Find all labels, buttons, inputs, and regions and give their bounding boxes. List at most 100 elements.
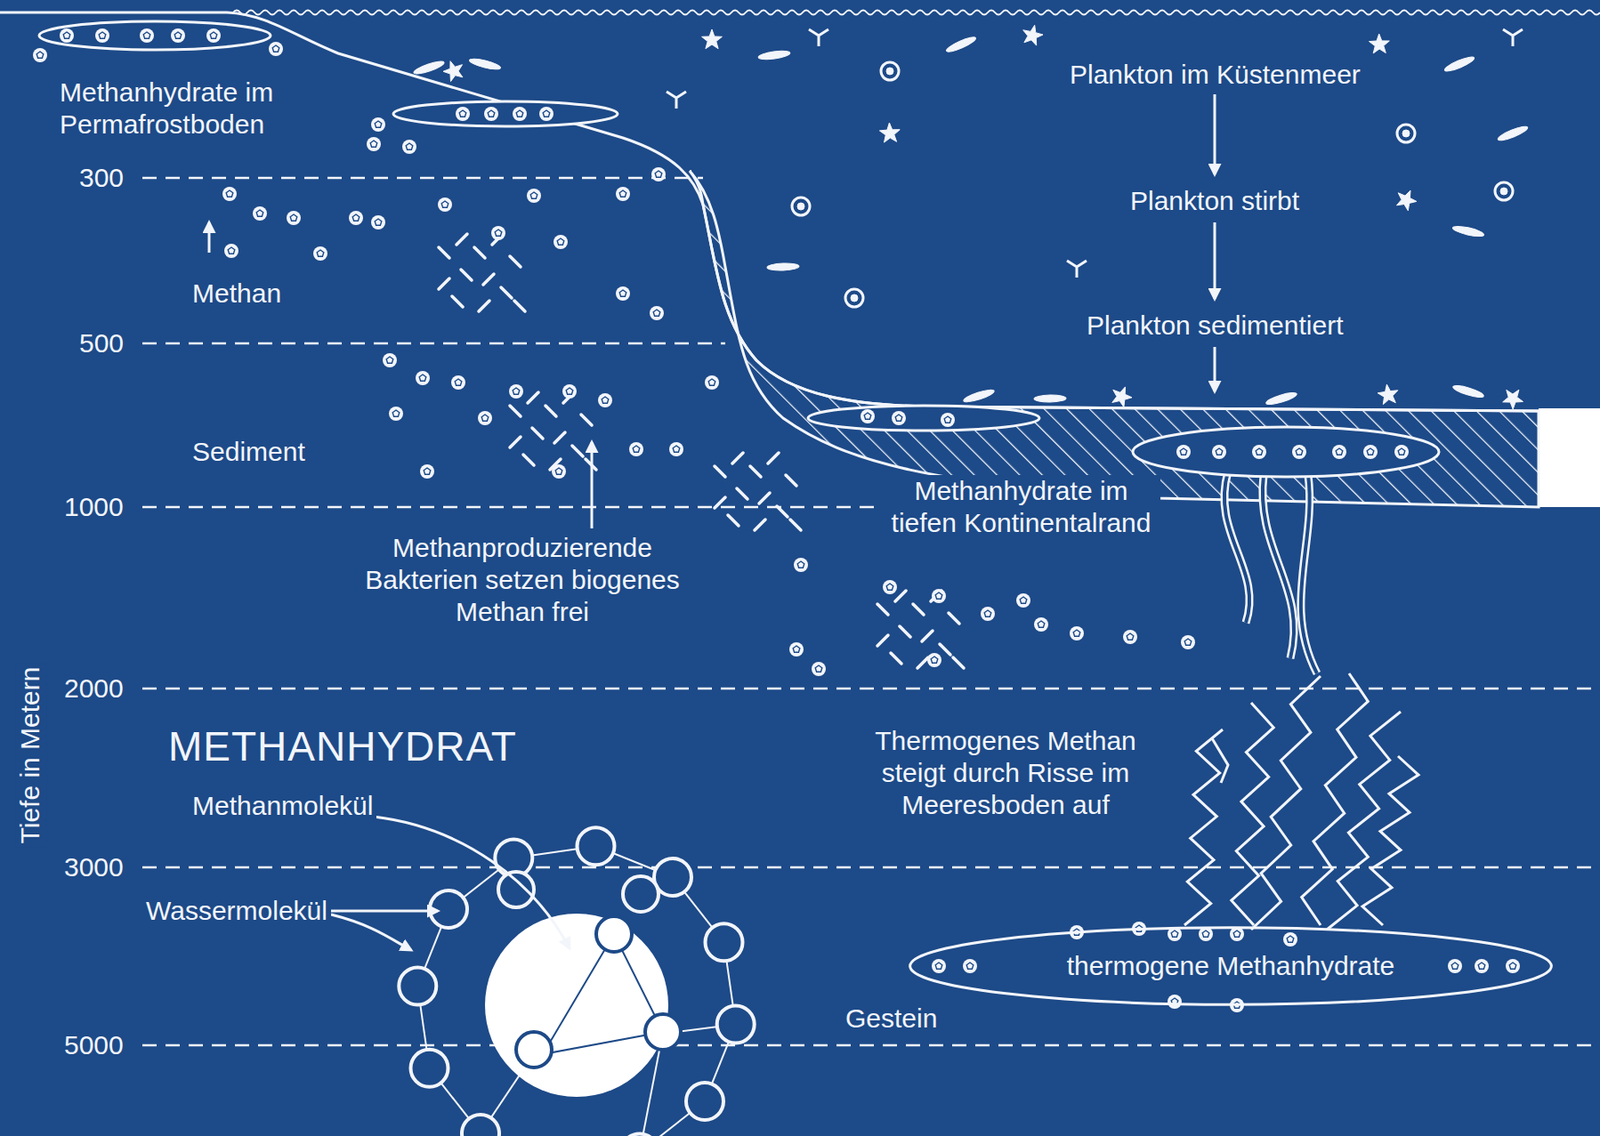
bacterium <box>948 613 960 624</box>
bacterium <box>767 452 779 464</box>
plankton-star <box>1112 387 1132 408</box>
edge-block <box>1538 408 1600 508</box>
water-molecule <box>596 916 632 953</box>
water-molecule <box>705 923 744 962</box>
substance-label: Methan <box>188 277 285 310</box>
plankton-sliver <box>468 56 502 72</box>
hydrate-dot <box>651 167 666 182</box>
hydrate-dot <box>615 286 631 301</box>
hydrate-dot <box>509 384 524 399</box>
hydrate-dot <box>1505 959 1520 974</box>
bacterium <box>452 296 463 308</box>
crack <box>1231 703 1274 926</box>
crack <box>1301 673 1369 926</box>
bacterium <box>727 515 739 526</box>
process-step: Plankton stirbt <box>1126 185 1303 218</box>
plankton-star <box>879 122 900 143</box>
axis-title: Tiefe in Metern <box>14 663 47 849</box>
hydrate-dot <box>1292 444 1307 460</box>
bacterium <box>953 657 964 669</box>
crack <box>1251 676 1321 930</box>
hydrate-dot <box>526 188 542 203</box>
bacterium <box>877 635 889 647</box>
plankton-star <box>1503 389 1524 410</box>
hydrate-dot <box>539 106 554 122</box>
hydrate-dot <box>1474 959 1489 974</box>
hydrate-dot <box>1176 444 1191 460</box>
water-molecule <box>645 1014 681 1051</box>
hydrate-lens <box>1132 427 1439 477</box>
process-note: Thermogenes Methan steigt durch Risse im… <box>855 725 1156 822</box>
hydrate-dot <box>1212 444 1227 460</box>
water-molecule <box>411 1050 449 1088</box>
hydrate-dot <box>451 375 466 390</box>
hydrate-dot <box>1332 444 1347 460</box>
hydrate-dot <box>371 117 386 132</box>
hydrate-dot <box>32 48 48 63</box>
plankton-sliver <box>758 49 792 62</box>
sea-surface <box>233 10 1600 16</box>
hydrate-dot <box>597 393 613 408</box>
hydrate-dot <box>402 139 417 154</box>
methane-molecule <box>484 913 669 1098</box>
hydrate-dot <box>1034 617 1049 632</box>
hydrate-dot <box>491 226 506 241</box>
hydrate-dot <box>704 375 720 390</box>
tendril <box>1262 475 1294 659</box>
bacterium <box>917 657 929 669</box>
plankton-star <box>1369 33 1390 54</box>
hydrate-dot <box>1447 959 1463 974</box>
hydrate-dot <box>222 186 237 202</box>
hydrate-dot <box>59 28 74 43</box>
plankton-core <box>1402 129 1410 138</box>
crack <box>1362 756 1419 926</box>
bacterium <box>523 454 534 466</box>
process-step: Plankton im Küstenmeer <box>1066 58 1365 91</box>
plankton-sliver <box>1452 383 1486 400</box>
bacterium <box>899 626 911 638</box>
plankton-ring <box>880 62 899 81</box>
depth-number: 2000 <box>60 672 128 705</box>
layer-label: Sediment <box>188 436 309 469</box>
hydrate-dot <box>1229 927 1245 942</box>
water-molecule <box>717 1006 755 1044</box>
bacterium <box>554 432 566 444</box>
plankton-sliver <box>945 34 978 55</box>
bacterium <box>939 644 951 655</box>
plankton-star <box>443 61 463 82</box>
bacterium <box>514 300 526 312</box>
hydrate-dot <box>1069 626 1084 641</box>
bacterium <box>759 492 770 504</box>
plankton-sliver <box>1452 224 1486 239</box>
hydrate-dot <box>980 606 995 622</box>
plankton-star <box>1377 384 1398 405</box>
bacterium <box>913 604 924 615</box>
region-label: Methanhydrate im Permafrostboden <box>56 76 304 141</box>
hydrate-dot <box>170 28 186 43</box>
bacterium <box>785 475 797 486</box>
plankton <box>412 24 1530 410</box>
hydrate-dot <box>95 28 110 43</box>
hydrate-dot <box>649 306 664 321</box>
bacterium <box>460 269 472 281</box>
bacterium <box>572 445 583 457</box>
tendril-core <box>1224 471 1250 623</box>
plankton-core <box>886 67 894 75</box>
hydrate-dot <box>366 137 381 152</box>
plankton-sliver <box>1496 124 1529 144</box>
plankton-sliver <box>962 387 996 405</box>
bacterium <box>545 405 557 417</box>
bacterium <box>895 590 906 602</box>
hydrate-dot <box>388 406 404 421</box>
bacterium <box>750 466 761 477</box>
hydrate-dot <box>931 959 946 974</box>
crack <box>1184 729 1223 926</box>
plankton-prong <box>1066 260 1087 278</box>
bacterium <box>754 519 766 531</box>
plankton-sliver <box>1443 54 1476 73</box>
hydrate-dot <box>348 210 364 226</box>
plankton-core <box>1500 187 1508 195</box>
bacterium <box>921 630 933 642</box>
cracks <box>1184 673 1419 930</box>
hydrate-dot <box>139 28 154 43</box>
